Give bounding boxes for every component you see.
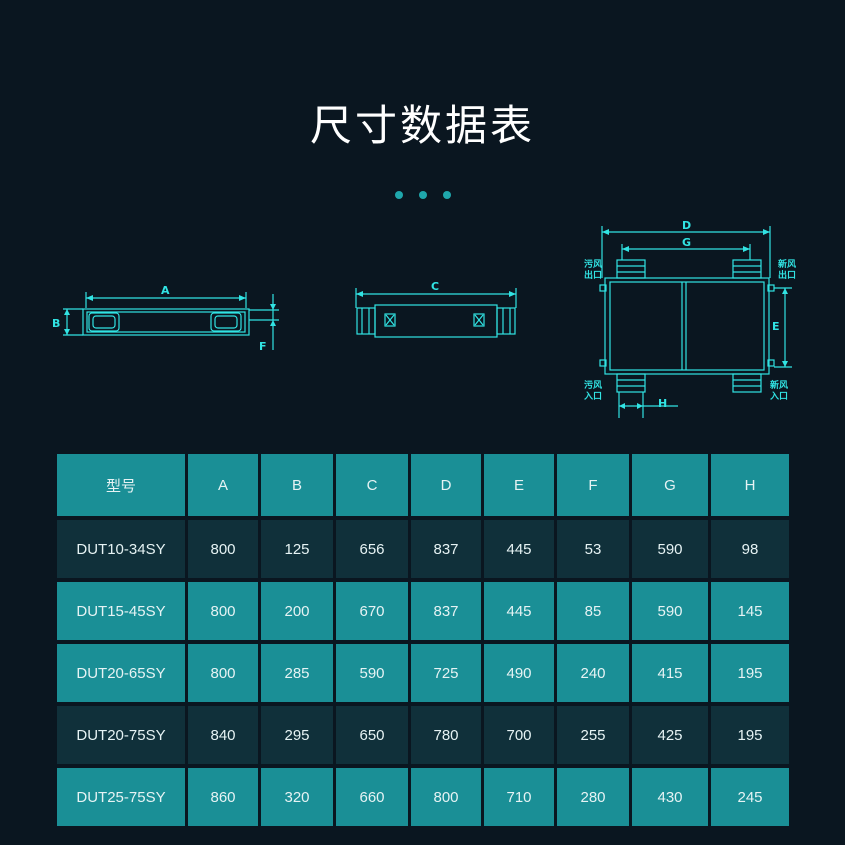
cell: 840 [188, 706, 258, 764]
table-row: DUT20-65SY 800 285 590 725 490 240 415 1… [57, 644, 789, 702]
port-label-exhaust-in-2: 入口 [583, 391, 602, 402]
table-header-row: 型号 A B C D E F G H [57, 454, 789, 516]
cell: 85 [557, 582, 629, 640]
dim-label-c: C [431, 280, 439, 293]
cell: 650 [336, 706, 408, 764]
cell: 285 [261, 644, 333, 702]
header-b: B [261, 454, 333, 516]
cell: 660 [336, 768, 408, 826]
page-title: 尺寸数据表 [309, 101, 535, 150]
dimension-drawings-svg: A B F [52, 219, 796, 418]
cell: 245 [711, 768, 789, 826]
port-label-fresh-out-2: 出口 [778, 269, 796, 281]
header-g: G [632, 454, 708, 516]
dim-label-a: A [161, 284, 170, 297]
decorative-dots [0, 184, 845, 203]
port-label-fresh-in-2: 入口 [769, 391, 788, 402]
cell: 710 [484, 768, 554, 826]
cell: 425 [632, 706, 708, 764]
port-label-exhaust-out-2: 出口 [584, 269, 602, 281]
cell: 590 [632, 520, 708, 578]
cell: 445 [484, 520, 554, 578]
table-row: DUT10-34SY 800 125 656 837 445 53 590 98 [57, 520, 789, 578]
cell: 800 [188, 520, 258, 578]
cell: 590 [336, 644, 408, 702]
dimension-table-container: 型号 A B C D E F G H DUT10-34SY 800 125 65… [57, 450, 789, 830]
header-h: H [711, 454, 789, 516]
dim-label-b: B [52, 317, 60, 330]
table-row: DUT15-45SY 800 200 670 837 445 85 590 14… [57, 582, 789, 640]
top-view-drawing: D G [583, 219, 796, 418]
cell: 445 [484, 582, 554, 640]
dim-label-d: D [682, 219, 691, 232]
front-view-drawing: A B F [52, 284, 279, 353]
header-model: 型号 [57, 454, 185, 516]
header-a: A [188, 454, 258, 516]
cell: 125 [261, 520, 333, 578]
cell-model: DUT20-65SY [57, 644, 185, 702]
header-d: D [411, 454, 481, 516]
cell: 837 [411, 582, 481, 640]
cell: 98 [711, 520, 789, 578]
header-f: F [557, 454, 629, 516]
port-label-exhaust-in-1: 污风 [584, 379, 602, 391]
cell: 656 [336, 520, 408, 578]
dim-label-g: G [682, 236, 691, 249]
dot-icon [418, 191, 427, 199]
cell: 780 [411, 706, 481, 764]
cell: 430 [632, 768, 708, 826]
cell: 700 [484, 706, 554, 764]
cell: 240 [557, 644, 629, 702]
cell-model: DUT25-75SY [57, 768, 185, 826]
dot-icon [442, 191, 451, 199]
table-row: DUT20-75SY 840 295 650 780 700 255 425 1… [57, 706, 789, 764]
cell: 200 [261, 582, 333, 640]
cell: 195 [711, 706, 789, 764]
dimension-table: 型号 A B C D E F G H DUT10-34SY 800 125 65… [54, 450, 792, 830]
cell: 415 [632, 644, 708, 702]
dim-label-h: H [658, 397, 667, 410]
cell: 800 [411, 768, 481, 826]
cell: 670 [336, 582, 408, 640]
cell: 590 [632, 582, 708, 640]
port-label-fresh-out-1: 新风 [778, 258, 796, 270]
cell: 255 [557, 706, 629, 764]
cell: 320 [261, 768, 333, 826]
cell: 860 [188, 768, 258, 826]
cell: 53 [557, 520, 629, 578]
cell: 800 [188, 644, 258, 702]
dim-label-e: E [772, 320, 780, 333]
dim-label-f: F [259, 340, 267, 353]
cell: 725 [411, 644, 481, 702]
port-label-exhaust-out-1: 污风 [584, 258, 602, 270]
dimension-drawings: A B F [0, 210, 845, 430]
table-row: DUT25-75SY 860 320 660 800 710 280 430 2… [57, 768, 789, 826]
dot-icon [394, 191, 403, 199]
cell-model: DUT20-75SY [57, 706, 185, 764]
cell-model: DUT15-45SY [57, 582, 185, 640]
cell: 800 [188, 582, 258, 640]
header-c: C [336, 454, 408, 516]
cell-model: DUT10-34SY [57, 520, 185, 578]
header-e: E [484, 454, 554, 516]
cell: 145 [711, 582, 789, 640]
cell: 195 [711, 644, 789, 702]
port-label-fresh-in-1: 新风 [770, 379, 788, 391]
cell: 490 [484, 644, 554, 702]
cell: 837 [411, 520, 481, 578]
cell: 295 [261, 706, 333, 764]
side-view-drawing: C [355, 280, 517, 338]
cell: 280 [557, 768, 629, 826]
